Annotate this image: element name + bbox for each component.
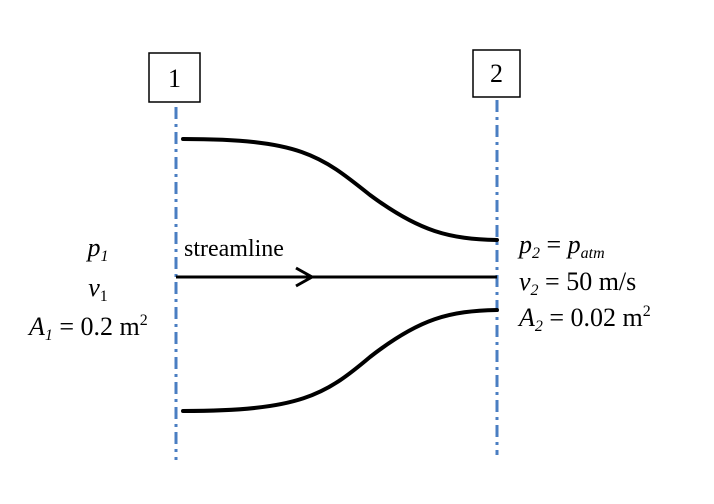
station2-pressure: p2 = patm [517,230,605,262]
station2-velocity: v2 = 50 m/s [519,267,636,299]
streamline-arrow-icon [295,266,316,288]
nozzle-upper-wall [181,137,499,242]
section-2-box: 2 [472,49,521,98]
section-1-label: 1 [168,64,181,93]
section-2-label: 2 [490,59,503,88]
section-1-box: 1 [148,52,201,103]
station1-area: A1 = 0.2 m2 [27,312,148,344]
nozzle-lower-wall [181,308,499,413]
station1-pressure: p1 [86,233,109,265]
streamline-label: streamline [184,236,284,262]
station2-area: A2 = 0.02 m2 [517,303,651,335]
station1-velocity: v1 [88,273,108,305]
